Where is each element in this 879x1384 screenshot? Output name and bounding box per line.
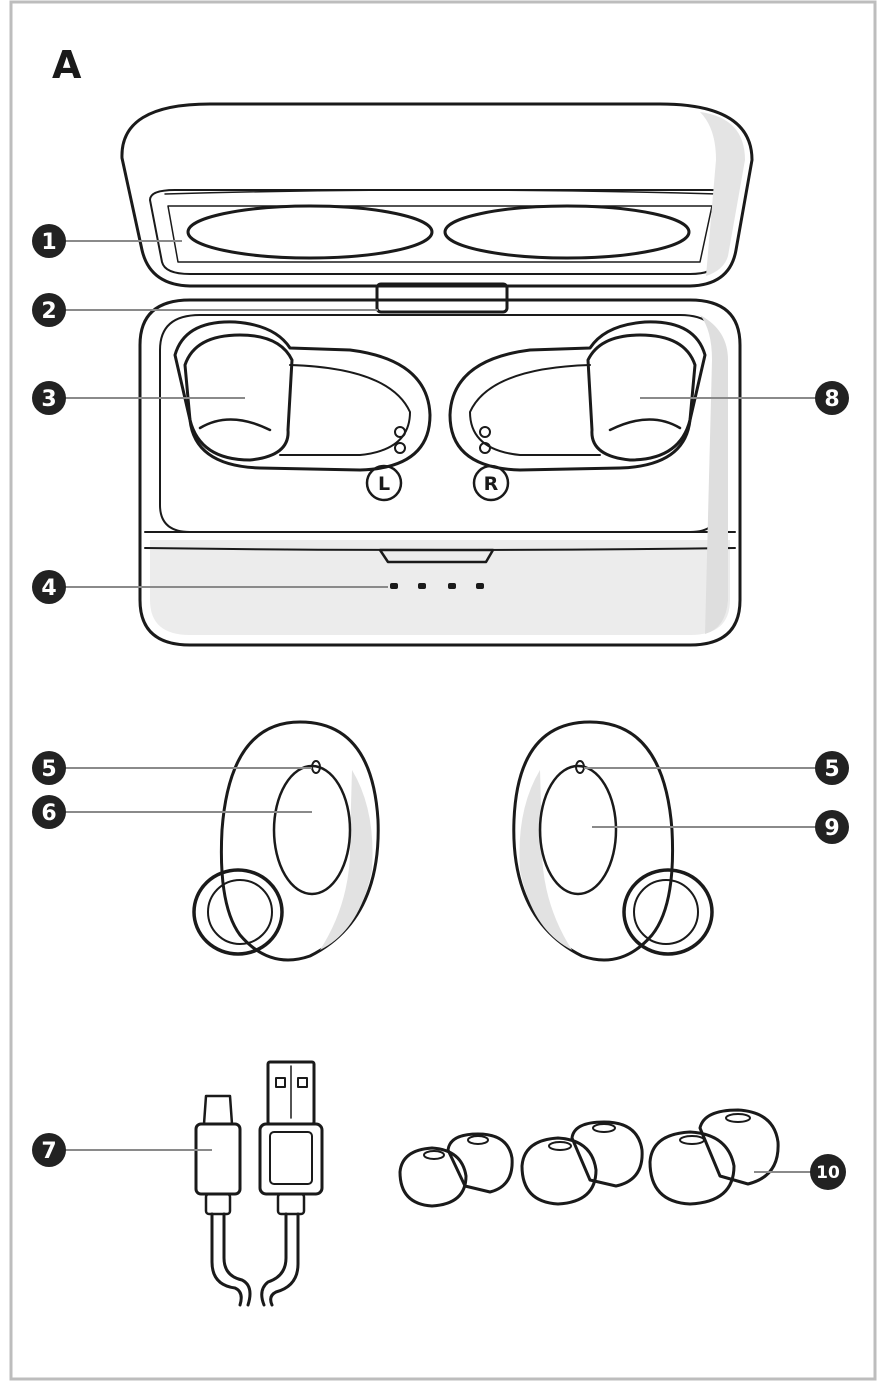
- callout-3: 3: [32, 381, 66, 415]
- callout-6-number: 6: [41, 801, 56, 826]
- ear-tips: [400, 1110, 778, 1206]
- callout-7: 7: [32, 1133, 66, 1167]
- right-side-letter: R: [484, 473, 499, 495]
- callout-5-left: 5: [32, 751, 66, 785]
- case-base: [140, 300, 740, 645]
- page-border: [11, 2, 875, 1379]
- callout-6: 6: [32, 795, 66, 829]
- ear-tip-pair-small: [400, 1134, 512, 1206]
- callout-2-number: 2: [41, 299, 56, 324]
- right-earbud-slot: R: [450, 322, 705, 500]
- callout-8-number: 8: [824, 387, 839, 412]
- case-lid: [122, 104, 752, 286]
- callout-5-left-number: 5: [41, 757, 56, 782]
- callout-5-right: 5: [815, 751, 849, 785]
- callout-2: 2: [32, 293, 66, 327]
- callout-1-number: 1: [41, 230, 56, 255]
- usb-c-cable: [196, 1062, 322, 1305]
- callout-7-number: 7: [41, 1139, 56, 1164]
- lid-magnet-left: [188, 206, 432, 258]
- callout-9-number: 9: [824, 816, 839, 841]
- callout-10: 10: [810, 1154, 846, 1190]
- callout-8: 8: [815, 381, 849, 415]
- left-touch-panel: [274, 766, 350, 894]
- callout-9: 9: [815, 810, 849, 844]
- ear-tip-pair-medium: [522, 1122, 642, 1204]
- figure-label: A: [52, 43, 82, 87]
- callout-4: 4: [32, 570, 66, 604]
- right-earbud: [514, 722, 712, 960]
- callout-5-right-number: 5: [824, 757, 839, 782]
- callout-3-number: 3: [41, 387, 56, 412]
- leader-lines: [64, 241, 818, 1172]
- left-side-letter: L: [378, 473, 390, 495]
- lid-magnet-right: [445, 206, 689, 258]
- callout-10-number: 10: [816, 1163, 840, 1183]
- left-earbud: [194, 722, 378, 960]
- left-earbud-slot: L: [175, 322, 430, 500]
- callout-4-number: 4: [41, 576, 56, 601]
- case-hinge: [377, 284, 507, 312]
- ear-tip-pair-large: [650, 1110, 778, 1204]
- charging-case: L R: [122, 104, 752, 645]
- callout-1: 1: [32, 224, 66, 258]
- right-touch-panel: [540, 766, 616, 894]
